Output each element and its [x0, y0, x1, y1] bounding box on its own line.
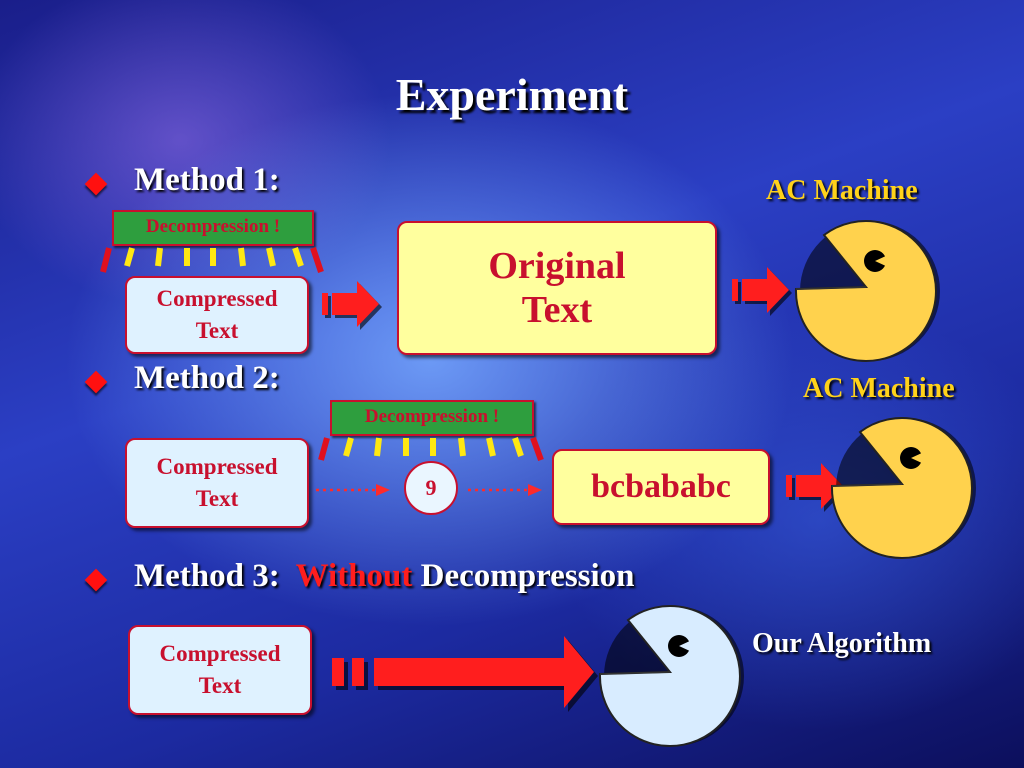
method2-decompression-label: Decompression !: [330, 400, 534, 436]
method1-ac-machine-pacman-icon: [794, 220, 940, 362]
method1-original-text-box: Original Text: [397, 221, 717, 355]
method1-machine-label: AC Machine: [766, 175, 918, 206]
method3-compressed-text-box: Compressed Text: [128, 625, 312, 715]
method1-compressed-line1: Compressed: [156, 286, 278, 311]
method2-machine-label: AC Machine: [803, 373, 955, 404]
method1-original-line2: Text: [521, 289, 593, 331]
method3-compressed-line1: Compressed: [159, 641, 281, 666]
method2-compressed-text-box: Compressed Text: [125, 438, 309, 528]
method1-label: Method 1:: [134, 162, 280, 198]
method2-bullet-icon: [84, 370, 108, 394]
method1-compressed-text-box: Compressed Text: [125, 276, 309, 354]
method2-dotted-arrow-right-icon: [468, 484, 542, 496]
method1-arrow-to-original-icon: [322, 281, 382, 330]
slide-title: Experiment: [395, 69, 629, 120]
method3-without-word: Without: [295, 558, 413, 594]
method3-algorithm-label: Our Algorithm: [752, 628, 932, 659]
method1-original-line1: Original: [488, 245, 626, 287]
method3-algorithm-pacman-icon: [598, 605, 744, 747]
method2-output-box: bcbababc: [552, 449, 770, 525]
method3-heading: Method 3: Without Decompression: [134, 558, 635, 595]
method2-dotted-arrow-left-icon: [316, 484, 390, 496]
method3-long-arrow-icon: [332, 636, 598, 712]
method1-bullet-icon: [84, 172, 108, 196]
method2-decompression-rays-icon: [318, 436, 544, 462]
method2-symbol-circle: 9: [404, 461, 458, 515]
method3-bullet-icon: [84, 568, 108, 592]
method1-decompression-label: Decompression !: [112, 210, 314, 246]
method2-label: Method 2:: [134, 360, 280, 396]
method3-decompression-word: Decompression: [420, 558, 635, 594]
method2-compressed-line2: Text: [195, 486, 239, 511]
method3-label: Method 3:: [134, 558, 280, 594]
method1-arrow-to-machine-icon: [732, 267, 792, 316]
method2-ac-machine-pacman-icon: [830, 417, 976, 559]
method2-compressed-line1: Compressed: [156, 454, 278, 479]
method1-decompression-rays-icon: [100, 247, 324, 273]
method1-compressed-line2: Text: [195, 318, 239, 343]
method3-compressed-line2: Text: [198, 673, 242, 698]
